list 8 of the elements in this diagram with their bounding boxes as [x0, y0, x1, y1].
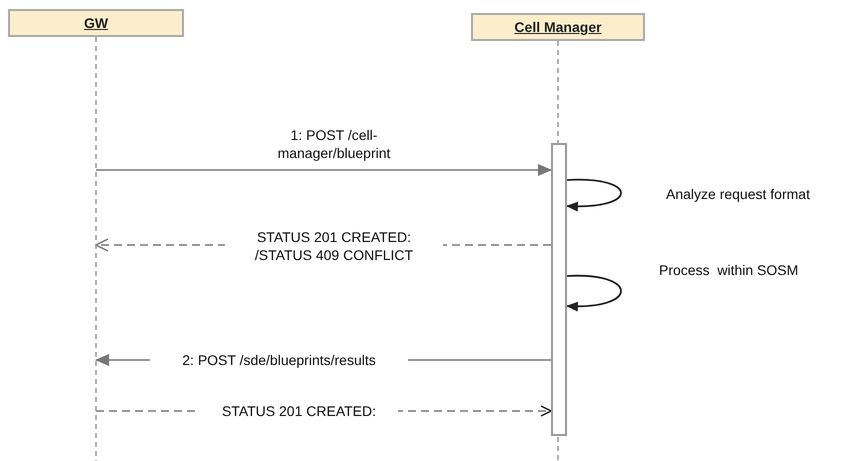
note-text: Analyze request format	[665, 185, 811, 203]
activation-bar	[551, 143, 567, 436]
message-arrow	[96, 164, 552, 176]
self-message-arrow	[566, 178, 622, 212]
participant-box: GW	[8, 9, 184, 37]
participant-box: Cell Manager	[471, 13, 645, 41]
self-message-arrow	[566, 274, 622, 312]
note-text: Process within SOSM	[658, 261, 800, 279]
